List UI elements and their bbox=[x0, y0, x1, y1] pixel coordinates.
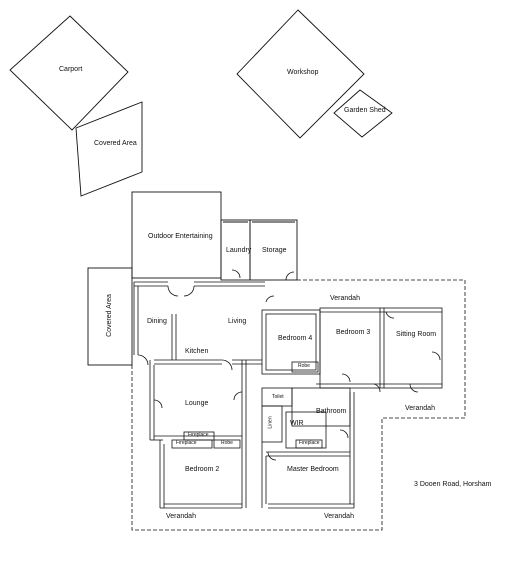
fireplace-master-outline bbox=[295, 439, 323, 449]
dining-label: Dining bbox=[147, 318, 167, 325]
fireplace-master-label: Fireplace bbox=[299, 440, 320, 446]
verandah-outline bbox=[131, 279, 466, 531]
covered-area-side-outline bbox=[87, 267, 133, 366]
bedroom-2-label: Bedroom 2 bbox=[185, 466, 220, 473]
covered-area-side-label: Covered Area bbox=[105, 294, 113, 337]
master-bedroom-label: Master Bedroom bbox=[287, 466, 339, 473]
laundry-label: Laundry bbox=[226, 247, 252, 254]
bedroom-4-label: Bedroom 4 bbox=[278, 335, 313, 342]
robe-bed2-outline bbox=[213, 439, 241, 449]
address-label: 3 Dooen Road, Horsham bbox=[414, 481, 492, 488]
bathroom-label: Bathroom bbox=[316, 408, 347, 415]
robe-bed2-label: Robe bbox=[221, 440, 233, 446]
outdoor-entertaining-label: Outdoor Entertaining bbox=[148, 233, 213, 240]
carport-label: Carport bbox=[59, 66, 83, 73]
storage-label: Storage bbox=[262, 247, 287, 254]
storage-outline bbox=[249, 219, 298, 281]
workshop-outline bbox=[236, 9, 365, 139]
wir-label: WIR bbox=[290, 420, 304, 427]
covered-area-top-outline bbox=[75, 101, 143, 197]
garden-shed-outline bbox=[333, 89, 393, 138]
verandah-bottom-right-label: Verandah bbox=[324, 513, 354, 520]
carport-outline bbox=[9, 15, 129, 131]
sitting-room-label: Sitting Room bbox=[396, 331, 437, 338]
verandah-top-label: Verandah bbox=[330, 295, 360, 302]
workshop-label: Workshop bbox=[287, 69, 319, 76]
robe-b4-outline bbox=[291, 361, 319, 373]
verandah-right-label: Verandah bbox=[405, 405, 435, 412]
living-label: Living bbox=[228, 318, 247, 325]
garden-shed-label: Garden Shed bbox=[344, 107, 386, 114]
covered-area-top-label: Covered Area bbox=[94, 140, 137, 147]
fireplace-bed2-label: Fireplace bbox=[176, 440, 197, 446]
fireplace-lounge-label: Fireplace bbox=[188, 432, 209, 438]
robe-b4-label: Robe bbox=[298, 363, 310, 369]
toilet-label: Toilet bbox=[272, 394, 284, 400]
bedroom-3-label: Bedroom 3 bbox=[336, 329, 371, 336]
lounge-label: Lounge bbox=[185, 400, 209, 407]
fireplace-bed2-outline bbox=[171, 439, 213, 449]
verandah-bottom-left-label: Verandah bbox=[166, 513, 196, 520]
linen-label: Linen bbox=[267, 416, 274, 429]
kitchen-label: Kitchen bbox=[185, 348, 209, 355]
